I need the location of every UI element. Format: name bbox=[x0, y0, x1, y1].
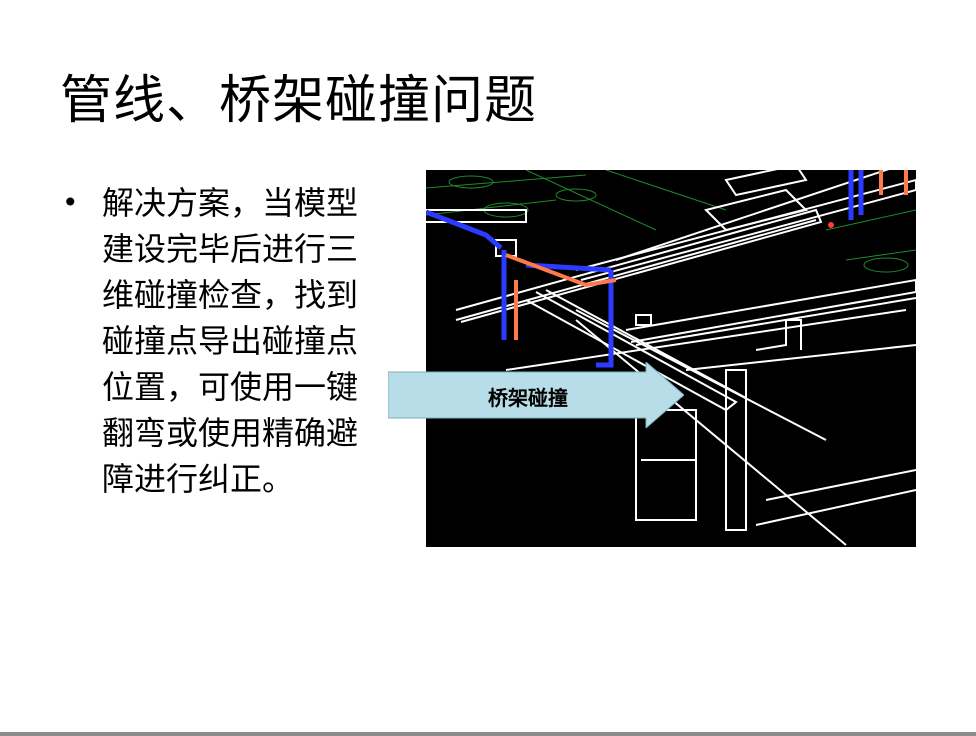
callout-label: 桥架碰撞 bbox=[488, 386, 568, 410]
clash-callout-arrow: 桥架碰撞 bbox=[388, 362, 684, 428]
cad-clash-image bbox=[426, 170, 916, 547]
slide-title: 管线、桥架碰撞问题 bbox=[60, 71, 538, 131]
bullet-marker: • bbox=[62, 186, 79, 219]
cad-3d-clash-drawing bbox=[426, 170, 916, 546]
bullet-item: • 解决方案，当模型建设完毕后进行三维碰撞检查，找到碰撞点导出碰撞点位置，可使用… bbox=[62, 180, 392, 502]
bullet-text: 解决方案，当模型建设完毕后进行三维碰撞检查，找到碰撞点导出碰撞点位置，可使用一键… bbox=[102, 184, 359, 498]
footer-divider bbox=[0, 732, 976, 736]
